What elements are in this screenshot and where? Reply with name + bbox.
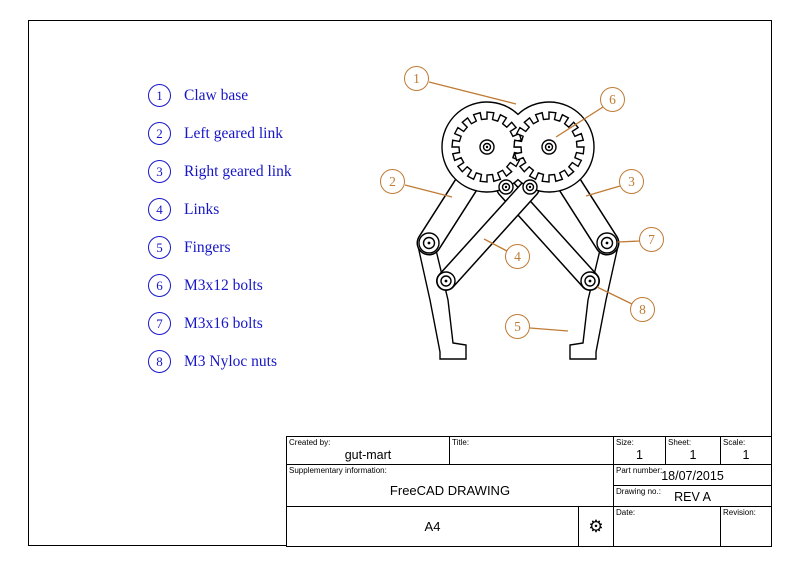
parts-list-item: 3 Right geared link xyxy=(148,160,292,183)
leader-1 xyxy=(428,81,517,105)
parts-list-item: 2 Left geared link xyxy=(148,122,283,145)
logo-cell: ⚙ xyxy=(578,506,614,547)
drawing-no-cell: Drawing no.: REV A xyxy=(613,485,772,507)
revision-cell: Revision: xyxy=(720,506,772,547)
item-number-balloon: 1 xyxy=(148,84,171,107)
leader-4 xyxy=(483,238,508,252)
title-block: Created by: gut-mart Title: Size: 1 Shee… xyxy=(286,436,772,547)
item-label: Claw base xyxy=(184,86,249,104)
item-number-balloon: 6 xyxy=(148,274,171,297)
drawing-no-value: REV A xyxy=(674,490,711,504)
item-label: Left geared link xyxy=(184,124,283,142)
freecad-gear-icon: ⚙ xyxy=(588,516,604,537)
paper-format-cell: A4 xyxy=(286,506,579,547)
part-number-cell: Part number: 18/07/2015 xyxy=(613,464,772,486)
sheet-cell: Sheet: 1 xyxy=(665,436,721,465)
leader-8 xyxy=(596,286,633,305)
scale-value: 1 xyxy=(742,448,750,462)
balloon-7: 7 xyxy=(639,227,664,252)
size-value: 1 xyxy=(636,448,643,462)
item-number-balloon: 7 xyxy=(148,312,171,335)
leader-lines xyxy=(404,81,641,332)
revision-label: Revision: xyxy=(723,508,756,517)
part-number-label: Part number: xyxy=(616,466,663,475)
leader-3 xyxy=(585,185,621,197)
title-label: Title: xyxy=(452,438,470,447)
size-cell: Size: 1 xyxy=(613,436,666,465)
parts-list-item: 7 M3x16 bolts xyxy=(148,312,263,335)
item-label: M3x12 bolts xyxy=(184,276,263,294)
leader-6 xyxy=(555,106,604,138)
fasteners xyxy=(418,139,618,291)
item-number-balloon: 4 xyxy=(148,198,171,221)
scale-cell: Scale: 1 xyxy=(720,436,772,465)
leader-7 xyxy=(617,240,641,243)
parts-list-item: 5 Fingers xyxy=(148,236,231,259)
supplementary-cell: Supplementary information: FreeCAD DRAWI… xyxy=(286,464,614,507)
item-label: M3x16 bolts xyxy=(184,314,263,332)
item-label: M3 Nyloc nuts xyxy=(184,352,277,370)
created-by-value: gut-mart xyxy=(344,448,392,462)
fastener-centers xyxy=(427,145,609,283)
drawing-no-label: Drawing no.: xyxy=(616,487,661,496)
created-by-label: Created by: xyxy=(289,438,331,447)
created-by-cell: Created by: gut-mart xyxy=(286,436,450,465)
parts-list-item: 6 M3x12 bolts xyxy=(148,274,263,297)
supplementary-value: FreeCAD DRAWING xyxy=(389,482,511,498)
balloon-2: 2 xyxy=(380,169,405,194)
item-label: Fingers xyxy=(184,238,231,256)
title-cell: Title: xyxy=(449,436,614,465)
item-label: Right geared link xyxy=(184,162,292,180)
sheet-value: 1 xyxy=(689,448,697,462)
leader-5 xyxy=(529,327,569,332)
date-cell: Date: xyxy=(613,506,721,547)
balloon-8: 8 xyxy=(630,297,655,322)
parts-list-item: 8 M3 Nyloc nuts xyxy=(148,350,277,373)
cross-links xyxy=(436,178,600,291)
size-label: Size: xyxy=(616,438,634,447)
leader-2 xyxy=(404,184,453,198)
item-number-balloon: 8 xyxy=(148,350,171,373)
item-label: Links xyxy=(184,200,220,218)
sheet-label: Sheet: xyxy=(668,438,692,447)
parts-list-item: 1 Claw base xyxy=(148,84,248,107)
balloon-4: 4 xyxy=(505,244,530,269)
paper-format-value: A4 xyxy=(424,519,441,534)
scale-label: Scale: xyxy=(723,438,746,447)
parts-list-item: 4 Links xyxy=(148,198,219,221)
supplementary-label: Supplementary information: xyxy=(289,466,387,475)
balloon-1: 1 xyxy=(404,66,429,91)
item-number-balloon: 5 xyxy=(148,236,171,259)
balloon-3: 3 xyxy=(619,169,644,194)
item-number-balloon: 3 xyxy=(148,160,171,183)
part-number-value: 18/07/2015 xyxy=(661,469,724,483)
item-number-balloon: 2 xyxy=(148,122,171,145)
balloon-5: 5 xyxy=(505,314,530,339)
date-label: Date: xyxy=(616,508,636,517)
balloon-6: 6 xyxy=(600,87,625,112)
